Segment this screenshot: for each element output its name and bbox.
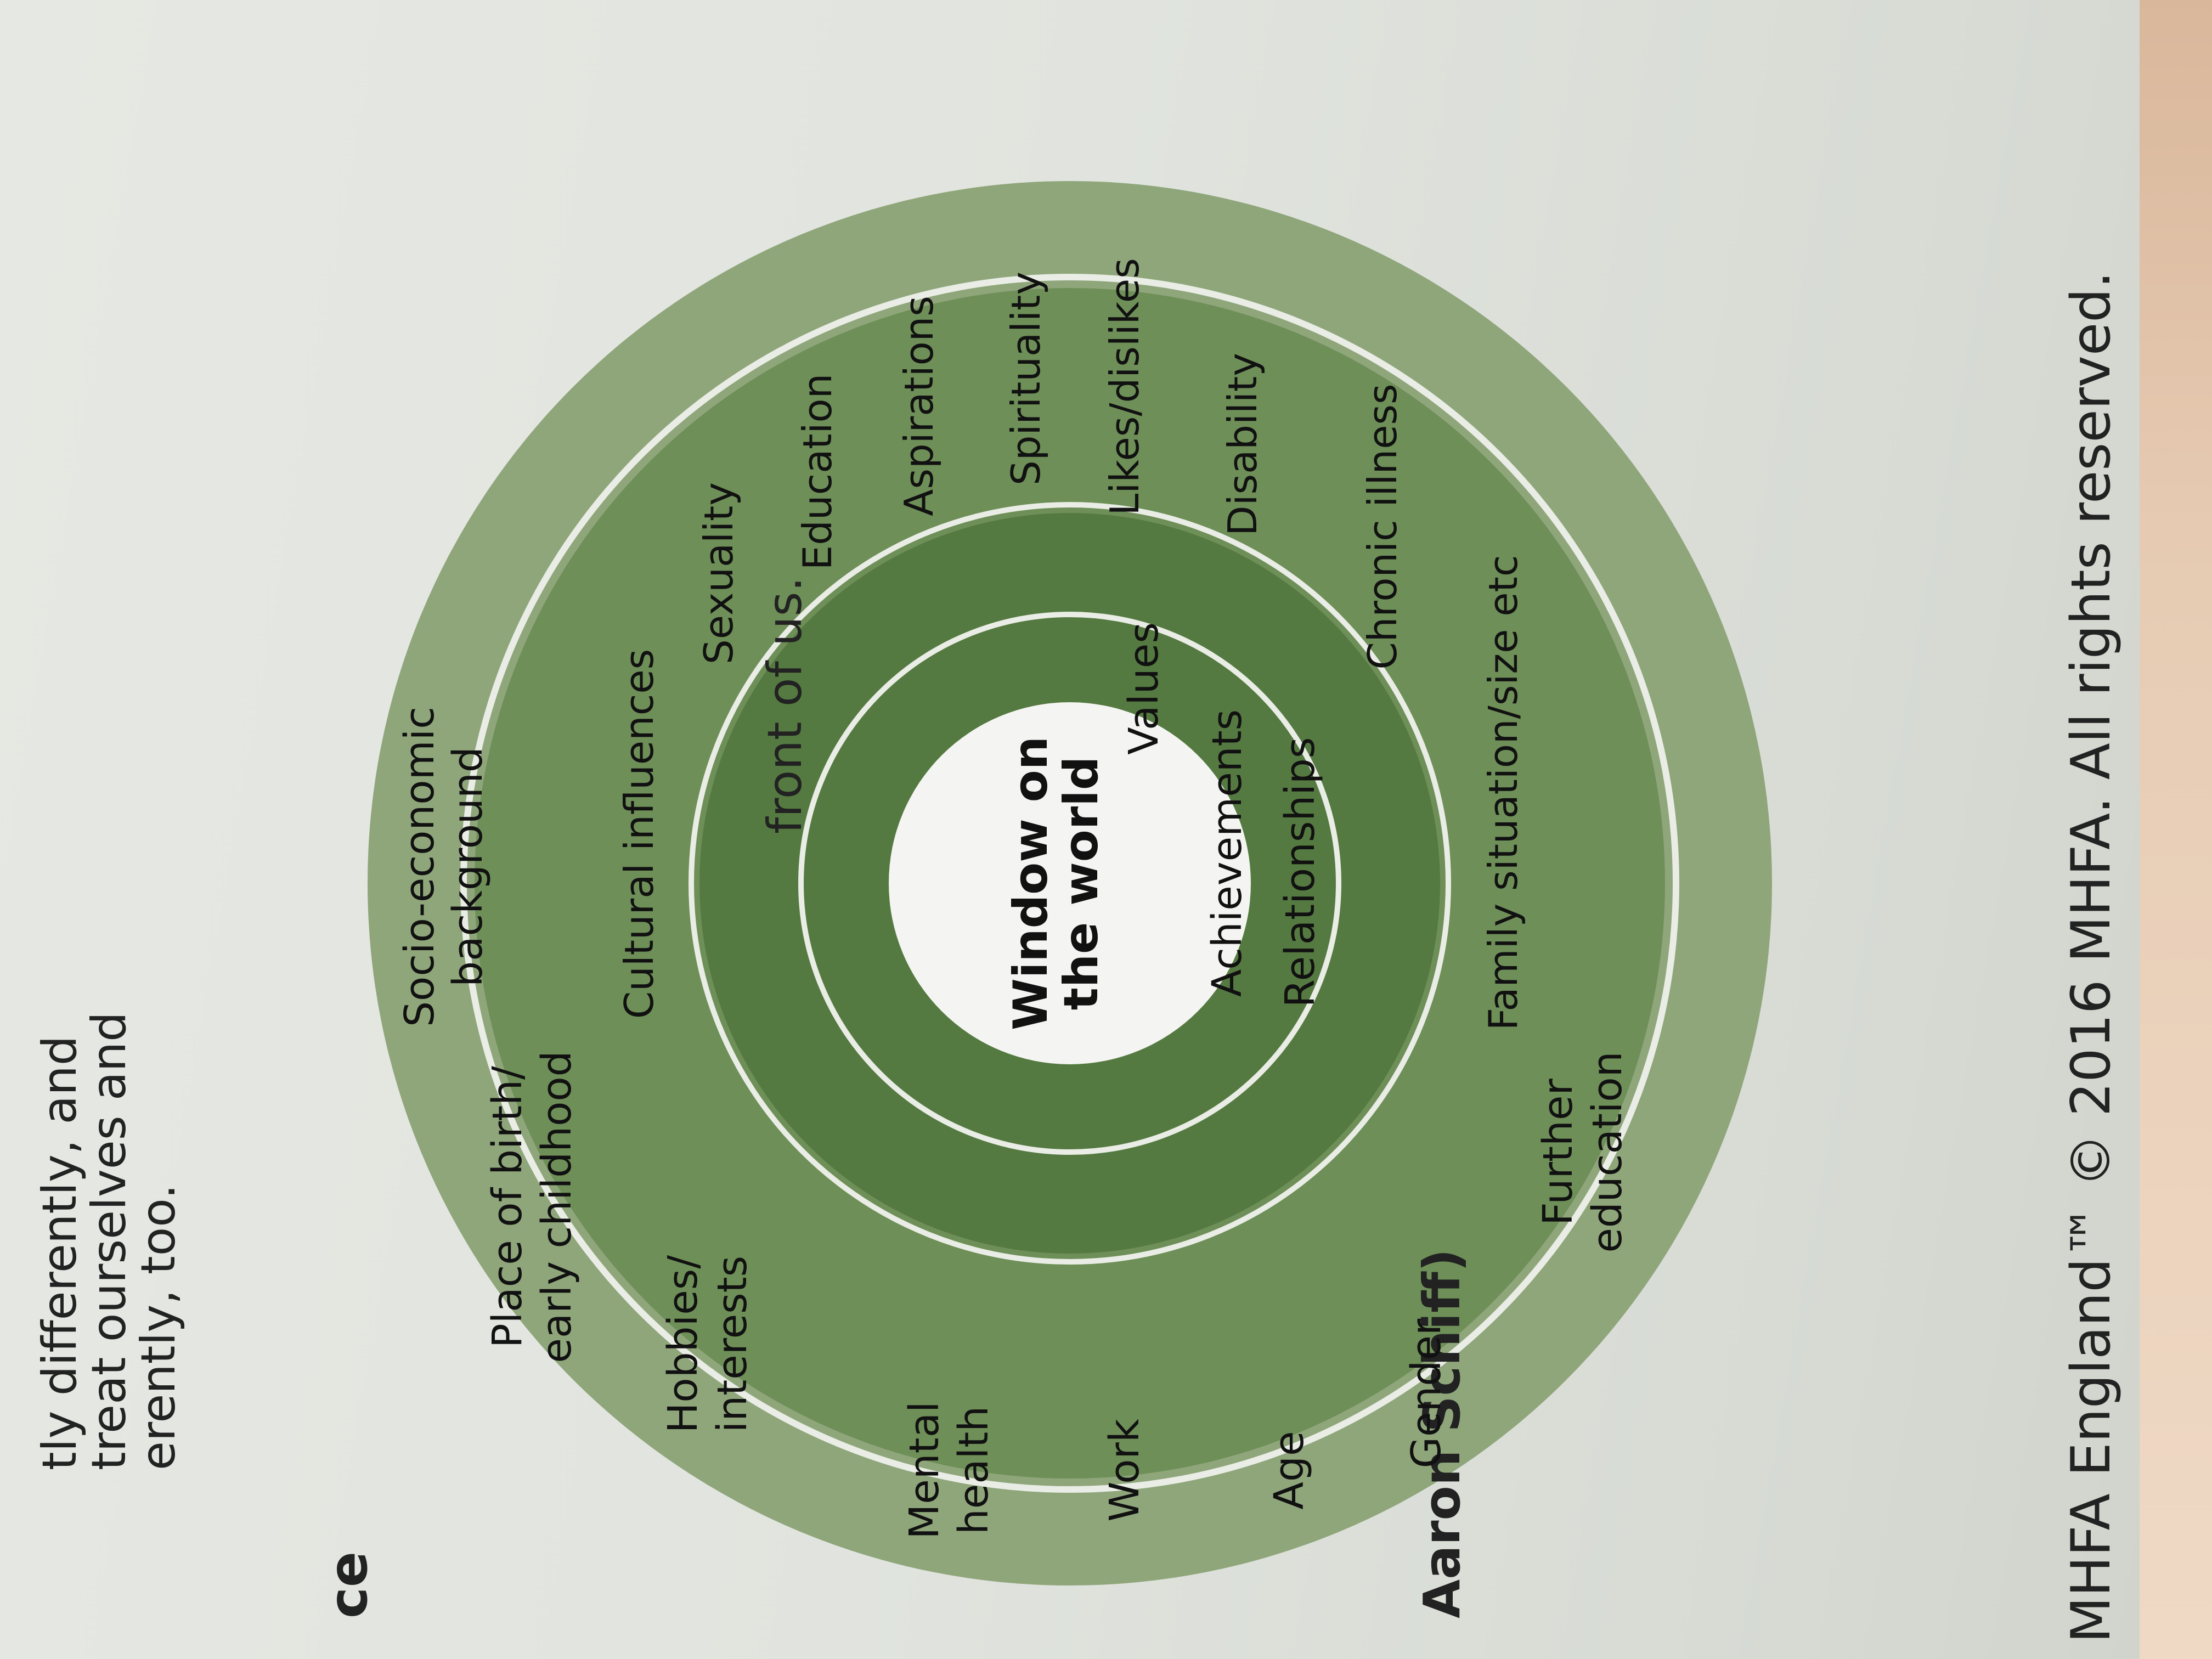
inner-label-achievements: Achievements [1204,709,1251,997]
middle-label-sexuality: Sexuality [696,482,742,664]
middle-label-family-situation: Family situation/size etc [1480,555,1526,1031]
outer-label-socio-economic-line-2: background [444,747,492,987]
outer-label-mental-health-line-2: health [950,1406,997,1534]
outer-label-further-education-line-2: education [1584,1051,1631,1252]
middle-label-cultural-influences: Cultural influences [616,649,662,1019]
outer-label-gender: Gender [1403,1318,1450,1468]
outer-label-place-of-birth-line-2: early childhood [533,1051,580,1363]
outer-label-socio-economic-line-1: Socio-economic [396,707,443,1027]
center-circle [889,702,1251,1064]
middle-label-education: Education [794,374,840,570]
section-heading: ce [318,1551,379,1618]
copyright-line: MHFA England™ © 2016 MHFA. All rights re… [2060,271,2123,1643]
outer-label-further-education-line-1: Further [1534,1079,1582,1226]
middle-label-likes-dislikes: Likes/dislikes [1102,258,1148,515]
center-label-line-1: Window on [1003,736,1058,1030]
outer-label-hobbies-line-1: Hobbies/ [659,1255,707,1434]
credit-text: Aaron Schiff) [1413,1249,1471,1618]
middle-label-disability: Disability [1220,353,1266,536]
inner-separator [798,612,1341,1155]
middle-separator [689,502,1451,1265]
middle-label-spirituality: Spirituality [1003,272,1049,486]
intro-line-1: tly differently, and [32,1036,87,1470]
outer-label-mental-health-line-1: Mental [901,1401,948,1539]
right-column-fragment: front of us. [758,577,812,834]
inner-label-values: Values [1120,622,1167,755]
inner-label-relationships: Relationships [1277,737,1324,1008]
intro-line-3: erently, too. [131,1184,186,1470]
outer-label-age: Age [1266,1431,1313,1509]
middle-label-chronic-illness: Chronic illness [1359,383,1406,669]
outer-label-work: Work [1101,1419,1148,1522]
outer-label-hobbies-line-2: interests [709,1256,756,1432]
desk-surface [2140,0,2212,1659]
outer-separator [460,274,1679,1493]
outer-label-place-of-birth-line-1: Place of birth/ [484,1066,531,1348]
center-label-line-2: the world [1054,757,1109,1011]
middle-label-aspirations: Aspirations [896,296,942,516]
intro-line-2: treat ourselves and [82,1012,137,1470]
